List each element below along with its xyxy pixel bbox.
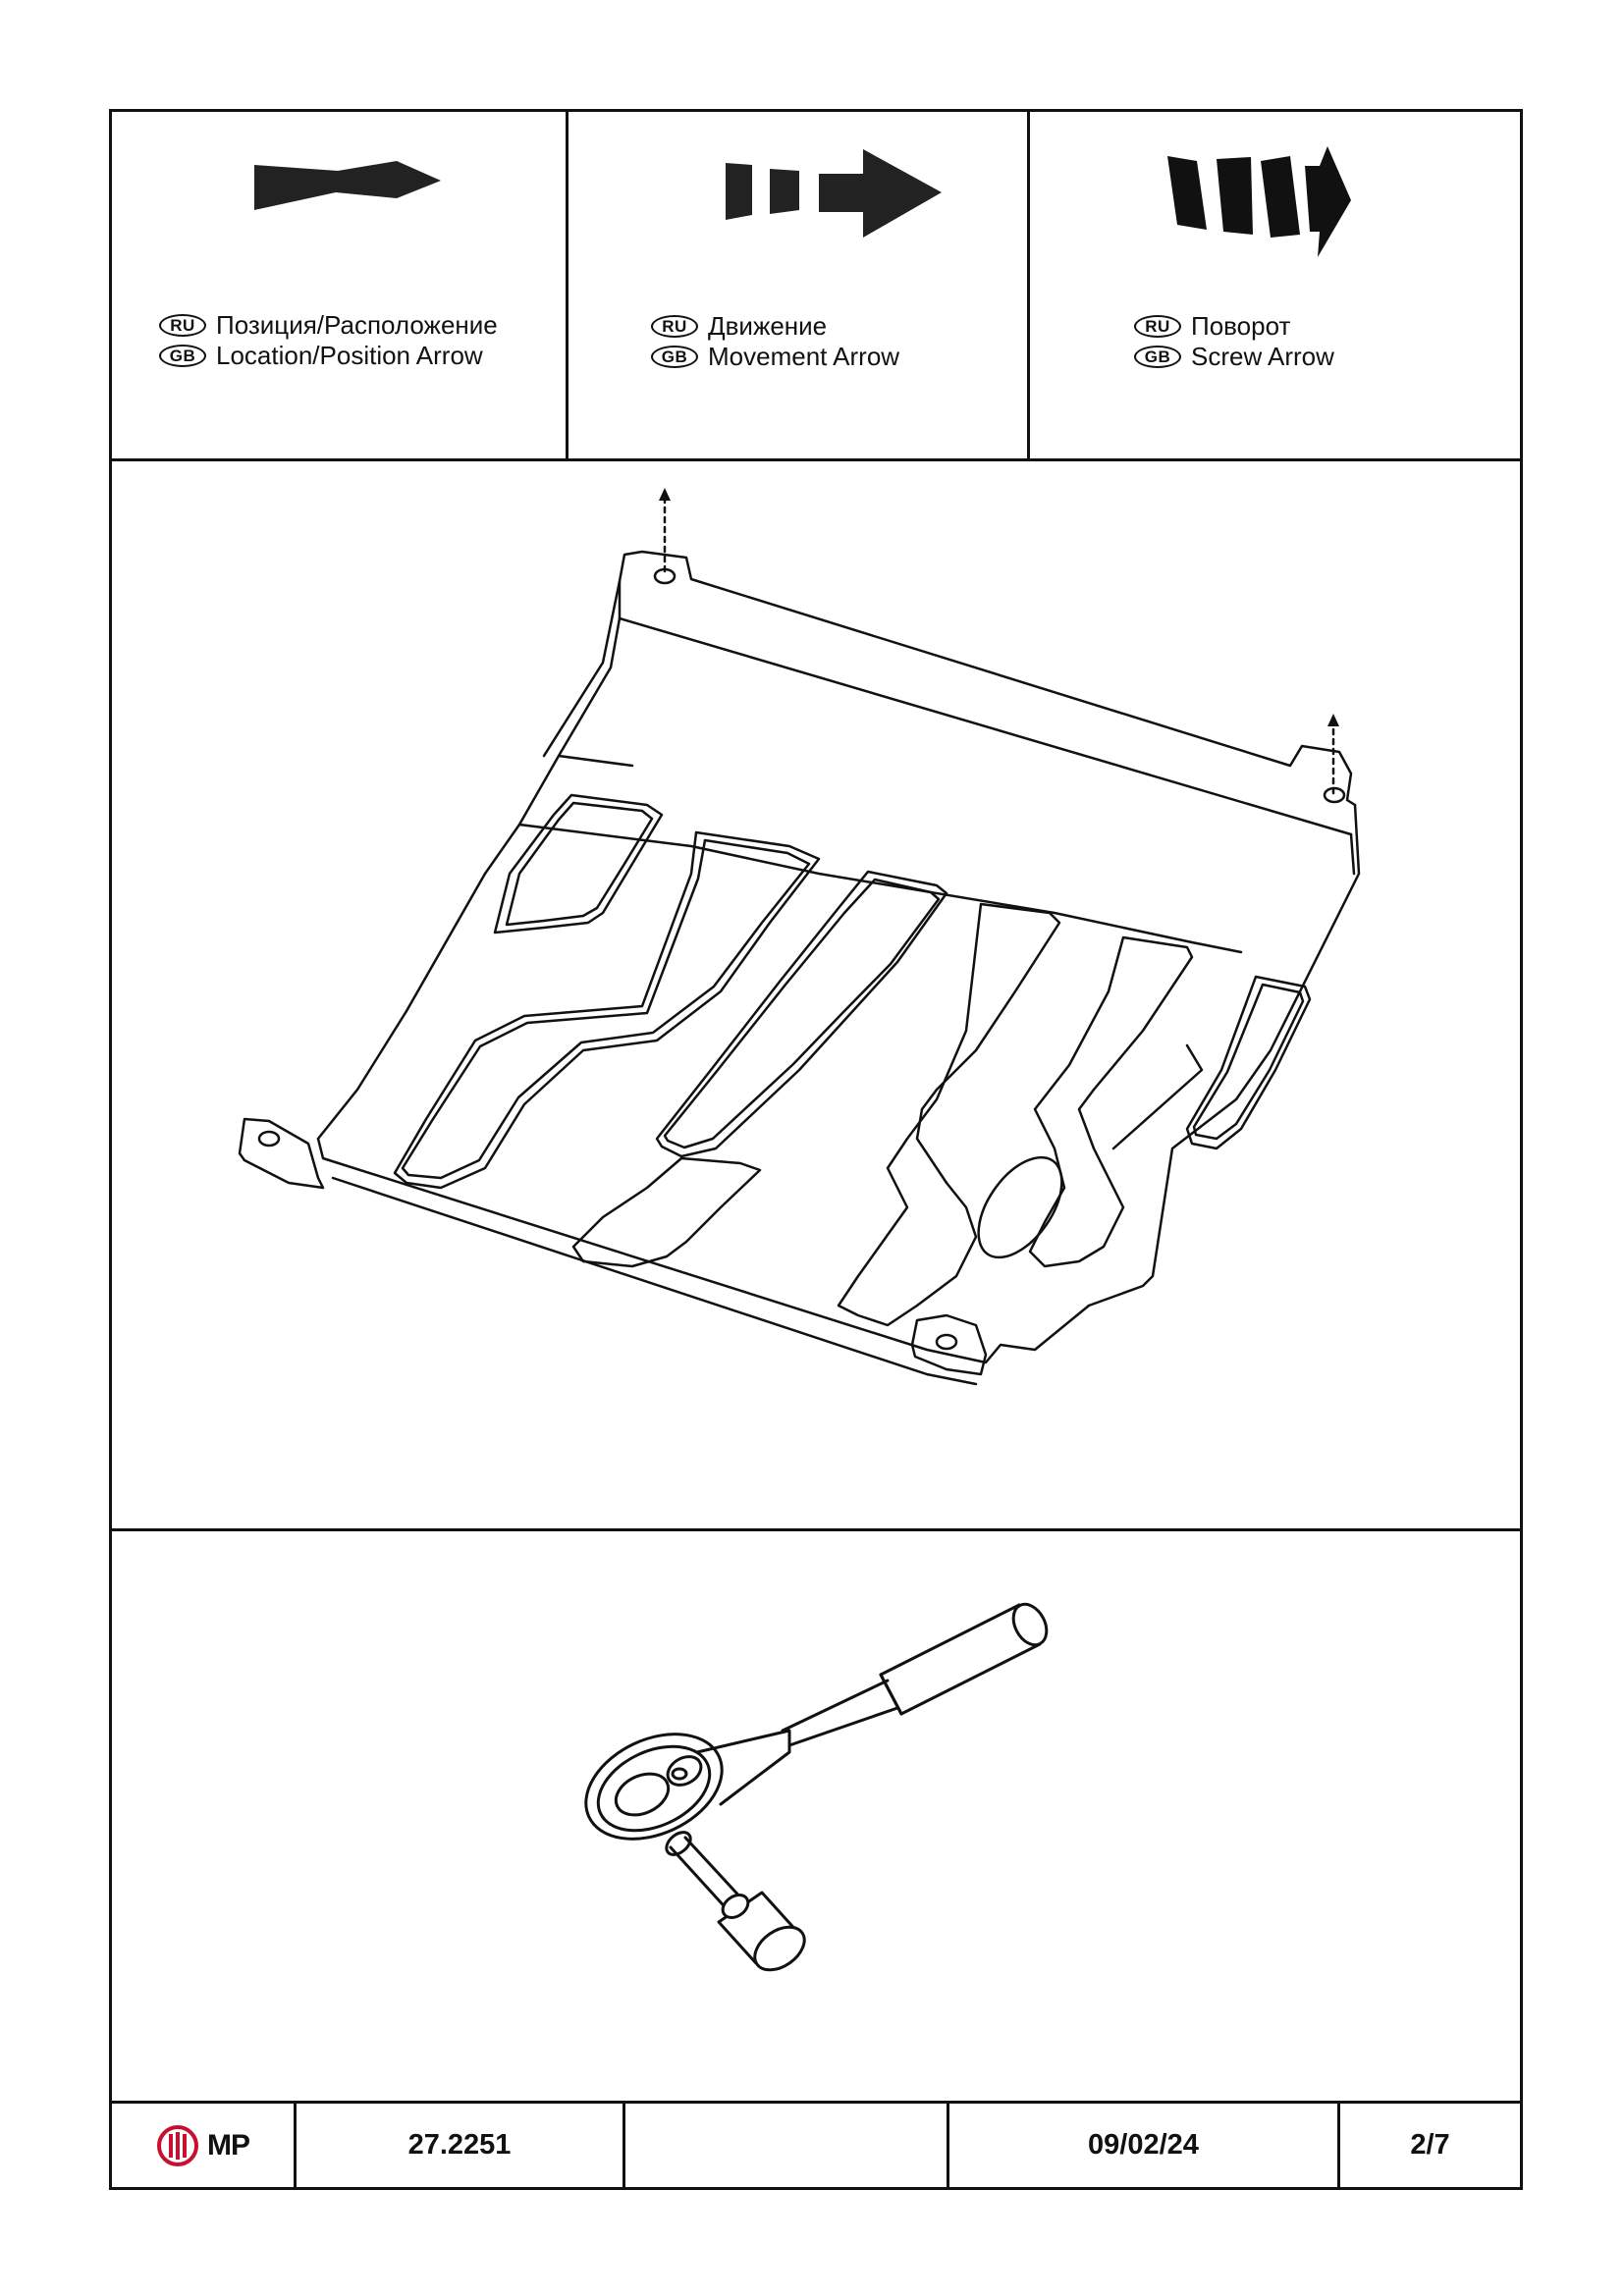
movement-arrow-icon [721,141,947,249]
legend-text-screw: RU Поворот GB Screw Arrow [1134,311,1334,372]
ru-badge: RU [159,314,206,337]
location-arrow-icon [249,153,446,222]
ru-badge: RU [651,315,698,338]
legend-ru-label: Движение [708,311,828,341]
legend-cell-screw: RU Поворот GB Screw Arrow [1030,112,1523,458]
legend-cell-location: RU Позиция/Расположение GB Location/Positi… [112,112,568,458]
gb-badge: GB [1134,346,1181,368]
ru-badge: RU [1134,315,1181,338]
title-block-logo: MP [112,2104,297,2187]
date: 09/02/24 [949,2104,1340,2187]
page-frame: RU Позиция/Расположение GB Location/Positi… [109,109,1523,2190]
logo-text: MP [207,2128,250,2162]
diagram-row [112,461,1520,1531]
legend-ru-label: Поворот [1191,311,1291,341]
brand-logo: MP [156,2124,250,2167]
screw-arrow-icon [1163,141,1359,269]
skid-plate-drawing [238,488,1361,1386]
arrow-head-left [659,488,671,501]
part-number: 27.2251 [297,2104,625,2187]
page-number: 2/7 [1410,2129,1450,2161]
gb-badge: GB [651,346,698,368]
legend-gb-label: Movement Arrow [708,342,900,371]
legend-text-location: RU Позиция/Расположение GB Location/Positi… [159,310,498,371]
arrow-head-right [1327,714,1339,726]
mp-logo-icon [157,2124,198,2166]
legend-gb-label: Screw Arrow [1191,342,1334,371]
title-block: MP 27.2251 09/02/24 2/7 [112,2101,1520,2187]
ratchet-wrench-icon [584,1602,1049,1972]
tool-row [112,1531,1520,2110]
legend-ru-label: Позиция/Расположение [216,310,498,340]
legend-text-movement: RU Движение GB Movement Arrow [651,311,899,372]
blank-cell [625,2104,949,2187]
legend-gb-label: Location/Position Arrow [216,341,483,370]
gb-badge: GB [159,345,206,367]
legend-row: RU Позиция/Расположение GB Location/Positi… [112,112,1520,461]
legend-cell-movement: RU Движение GB Movement Arrow [568,112,1030,458]
